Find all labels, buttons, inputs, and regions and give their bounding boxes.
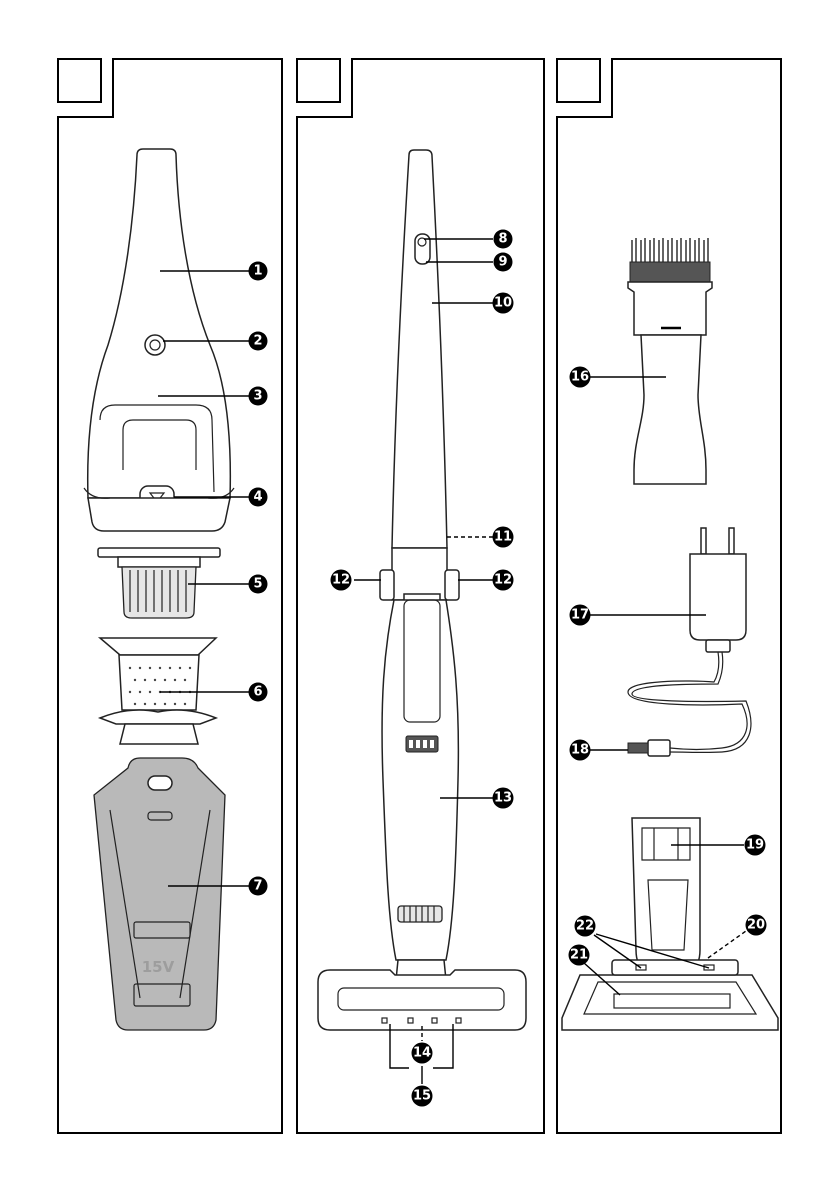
callout-12-left: 12 xyxy=(331,570,352,591)
callout-1: 1 xyxy=(249,262,268,281)
brush-nozzle xyxy=(628,238,712,484)
svg-text:14: 14 xyxy=(413,1046,431,1061)
svg-text:9: 9 xyxy=(498,255,507,270)
svg-text:8: 8 xyxy=(498,232,507,247)
svg-text:12: 12 xyxy=(494,573,512,588)
callout-18: 18 xyxy=(570,740,591,761)
handheld-unit xyxy=(84,149,234,531)
callout-13: 13 xyxy=(493,788,514,809)
svg-text:7: 7 xyxy=(253,879,262,894)
svg-text:4: 4 xyxy=(253,490,262,505)
svg-text:13: 13 xyxy=(494,791,512,806)
svg-text:11: 11 xyxy=(494,530,512,545)
svg-text:2: 2 xyxy=(253,334,262,349)
svg-text:18: 18 xyxy=(571,743,589,758)
svg-text:12: 12 xyxy=(332,573,350,588)
power-button-icon xyxy=(145,335,165,355)
svg-text:20: 20 xyxy=(747,918,765,933)
callout-5: 5 xyxy=(249,575,268,594)
callout-22: 22 xyxy=(575,916,596,937)
dust-container: 15V xyxy=(94,758,225,1030)
callout-11: 11 xyxy=(493,527,514,548)
svg-text:17: 17 xyxy=(571,608,589,623)
svg-text:10: 10 xyxy=(494,296,512,311)
svg-text:21: 21 xyxy=(570,948,588,963)
svg-text:22: 22 xyxy=(576,919,594,934)
callout-8: 8 xyxy=(494,230,513,249)
callout-3: 3 xyxy=(249,387,268,406)
svg-text:15: 15 xyxy=(413,1089,431,1104)
battery-voltage-label: 15V xyxy=(142,958,175,976)
callout-17: 17 xyxy=(570,605,591,626)
charger-adapter xyxy=(628,528,751,756)
svg-text:6: 6 xyxy=(253,685,262,700)
svg-text:16: 16 xyxy=(571,370,589,385)
filter-unit xyxy=(98,548,220,618)
callout-20: 20 xyxy=(746,915,767,936)
callout-4: 4 xyxy=(249,488,268,507)
callout-15: 15 xyxy=(412,1086,433,1107)
svg-text:19: 19 xyxy=(746,838,764,853)
callout-7: 7 xyxy=(249,877,268,896)
callout-9: 9 xyxy=(494,253,513,272)
panel-1-callouts: 1 2 3 4 5 6 7 xyxy=(249,262,268,896)
callout-2: 2 xyxy=(249,332,268,351)
stick-vacuum xyxy=(318,150,526,1030)
callout-6: 6 xyxy=(249,683,268,702)
callout-10: 10 xyxy=(493,293,514,314)
svg-text:5: 5 xyxy=(253,577,262,592)
callout-21: 21 xyxy=(569,945,590,966)
callout-14: 14 xyxy=(412,1043,433,1064)
callout-12-right: 12 xyxy=(493,570,514,591)
callout-16: 16 xyxy=(570,367,591,388)
filter-holder xyxy=(100,638,216,744)
callout-19: 19 xyxy=(745,835,766,856)
svg-text:1: 1 xyxy=(253,264,262,279)
svg-text:3: 3 xyxy=(253,389,262,404)
